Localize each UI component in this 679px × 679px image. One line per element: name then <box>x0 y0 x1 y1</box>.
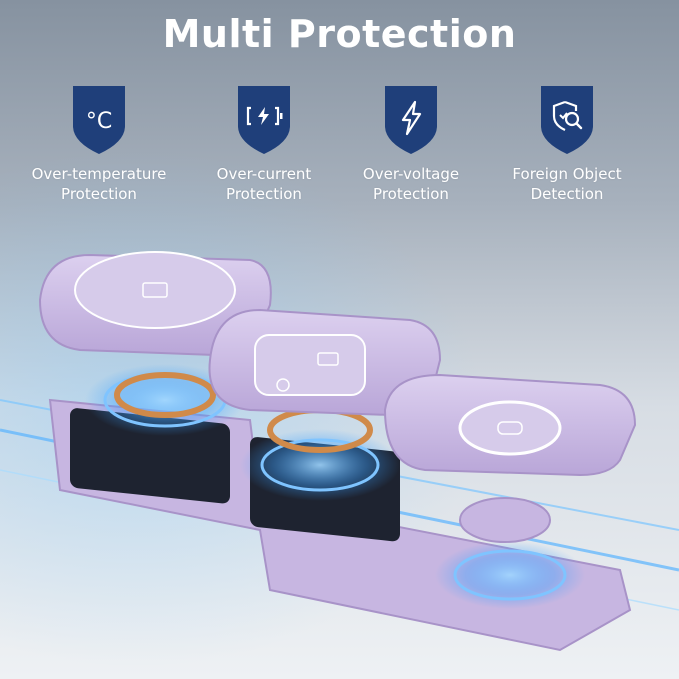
feature-row: °C Over-temperature Protection Over-curr… <box>0 82 679 212</box>
page-title: Multi Protection <box>162 12 517 56</box>
thermometer-celsius-icon: °C <box>73 86 125 154</box>
feature-label: Foreign Object Detection <box>512 165 622 203</box>
feature-over-voltage: Over-voltage Protection <box>331 82 491 204</box>
pad-left <box>38 251 272 357</box>
celsius-symbol: °C <box>86 109 112 134</box>
product-illustration <box>0 251 679 652</box>
battery-bolt-icon <box>238 86 290 154</box>
feature-foreign-object: Foreign Object Detection <box>487 82 647 204</box>
lightning-bolt-icon <box>385 86 437 154</box>
shield-search-icon <box>541 86 593 154</box>
feature-label: Over-temperature Protection <box>31 165 167 203</box>
feature-label: Over-voltage Protection <box>362 165 460 203</box>
feature-over-temperature: °C Over-temperature Protection <box>19 82 179 204</box>
pad-right <box>383 373 637 477</box>
feature-over-current: Over-current Protection <box>184 82 344 204</box>
pad-middle <box>208 308 442 417</box>
feature-label: Over-current Protection <box>216 165 312 203</box>
